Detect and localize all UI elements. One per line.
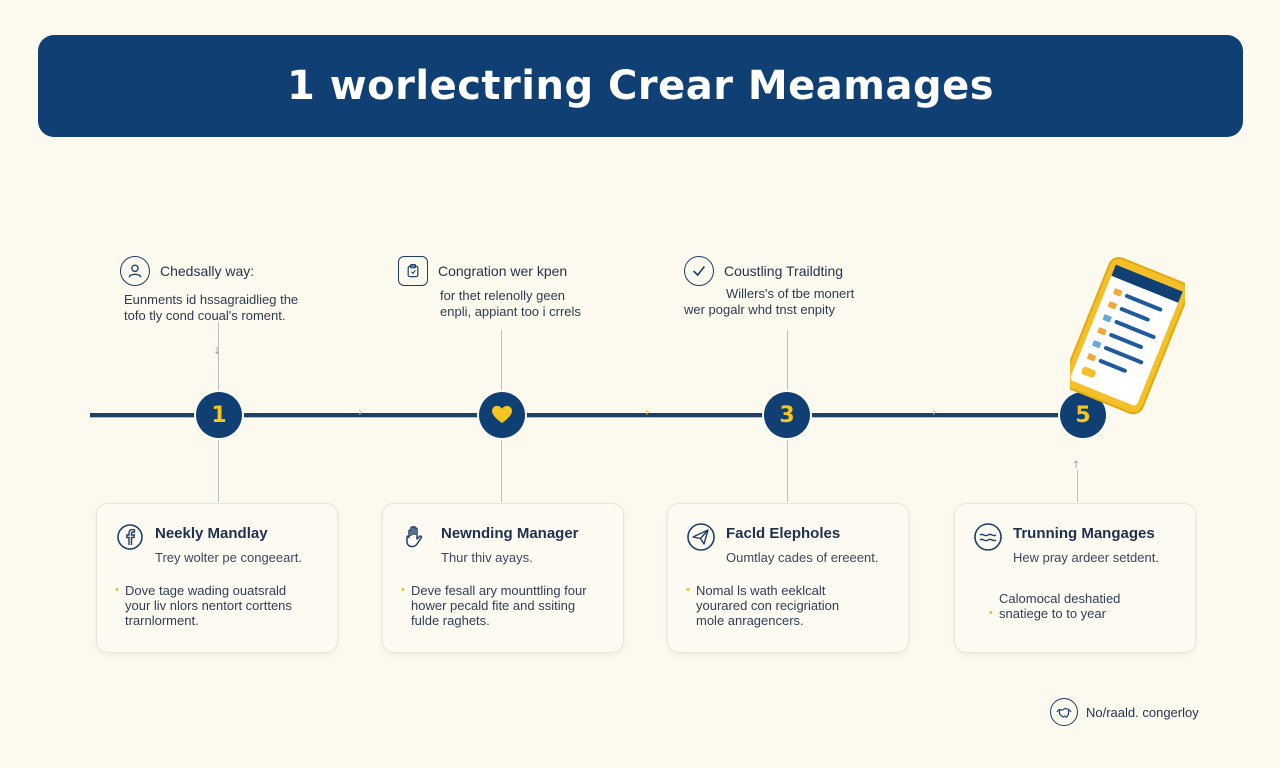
- bullet-item: Nomal ls wath eeklcalt: [686, 583, 890, 598]
- step-3-card: Facld Elepholes Oumtlay cades of ereeent…: [667, 503, 909, 653]
- step-1-note: Chedsally way: Eunments id hssagraidlieg…: [120, 256, 298, 324]
- connector-line: [1077, 470, 1078, 502]
- timeline-arrow-icon: ›: [358, 405, 363, 419]
- note-title: Coustling Traildting: [724, 263, 844, 279]
- timeline-node-1: 1: [196, 392, 242, 438]
- bullet-item: Deve fesall ary mounttling four: [401, 583, 605, 598]
- card-subtitle: Hew pray ardeer setdent.: [1013, 550, 1159, 565]
- step-2-card: Newnding Manager Thur thiv ayays. Deve f…: [382, 503, 624, 653]
- handshake-icon: [1050, 698, 1078, 726]
- note-body: Willers's of tbe monert wer pogalr whd t…: [684, 286, 854, 318]
- up-arrow-icon: ↑: [1072, 460, 1081, 471]
- card-subtitle: Trey wolter pe congeeart.: [155, 550, 302, 565]
- hand-icon: [401, 522, 431, 552]
- node-label: 5: [1075, 402, 1091, 428]
- bullet-item: trarnlorment.: [125, 613, 199, 628]
- note-title: Congration wer kpen: [438, 263, 568, 279]
- card-bullets: Dove tage wading ouatsrald your liv nlor…: [115, 583, 319, 628]
- paper-plane-icon: [686, 522, 716, 552]
- bullet-item: hower pecald fite and ssiting: [411, 598, 576, 613]
- note-line: Eunments id hssagraidlieg the: [124, 292, 299, 307]
- note-line: Willers's of tbe monert: [726, 286, 855, 301]
- bullet-item: mole anragencers.: [696, 613, 804, 628]
- down-arrow-icon: ↓: [213, 346, 222, 357]
- node-label: 3: [779, 402, 795, 428]
- note-title: Chedsally way:: [160, 263, 255, 279]
- footer: No/raald. congerloy: [1050, 698, 1199, 726]
- node-label: 1: [211, 402, 227, 428]
- card-bullets: Nomal ls wath eeklcalt yourared con reci…: [686, 583, 890, 628]
- card-title: Facld Elepholes: [726, 525, 841, 542]
- connector-line: [787, 440, 788, 502]
- note-body: Eunments id hssagraidlieg the tofo tly c…: [124, 292, 298, 324]
- card-title: Newnding Manager: [441, 525, 579, 542]
- step-2-note: Congration wer kpen for thet relenolly g…: [398, 256, 581, 320]
- timeline-line: [90, 413, 1090, 417]
- bullet-item: Dove tage wading ouatsrald: [115, 583, 319, 598]
- note-line: for thet relenolly geen: [440, 288, 566, 303]
- header-banner: 1 worlectring Crear Meamages: [38, 35, 1243, 137]
- bullet-item: Calomocal deshatied: [999, 591, 1121, 606]
- facebook-icon: [115, 522, 145, 552]
- card-bullets: Deve fesall ary mounttling four hower pe…: [401, 583, 605, 628]
- note-body: for thet relenolly geen enpli, appiant t…: [440, 288, 581, 320]
- note-line: wer pogalr whd tnst enpity: [684, 302, 836, 317]
- tablet-illustration: [1062, 252, 1190, 420]
- timeline-arrow-icon: ›: [932, 405, 937, 419]
- connector-line: [787, 330, 788, 392]
- clipboard-icon: [398, 256, 428, 286]
- timeline-node-3: 3: [764, 392, 810, 438]
- connector-line: [501, 330, 502, 392]
- connector-line: [501, 440, 502, 502]
- wave-icon: [973, 522, 1003, 552]
- step-5-card: Trunning Mangages Hew pray ardeer setden…: [954, 503, 1196, 653]
- timeline-arrow-icon: ›: [645, 405, 650, 419]
- note-line: enpli, appiant too i crrels: [440, 304, 581, 319]
- card-subtitle: Thur thiv ayays.: [441, 550, 533, 565]
- heart-icon: [492, 405, 512, 424]
- bullet-item: yourared con recigriation: [696, 598, 840, 613]
- bullet-item: fulde raghets.: [411, 613, 490, 628]
- step-3-note: Coustling Traildting Willers's of tbe mo…: [684, 256, 854, 318]
- card-subtitle: Oumtlay cades of ereeent.: [726, 550, 879, 565]
- card-title: Neekly Mandlay: [155, 525, 268, 542]
- page-title: 1 worlectring Crear Meamages: [286, 63, 995, 109]
- user-icon: [120, 256, 150, 286]
- bullet-item: snatiege to to year: [989, 606, 1177, 621]
- step-1-card: Neekly Mandlay Trey wolter pe congeeart.…: [96, 503, 338, 653]
- connector-line: [218, 322, 219, 392]
- checkmark-icon: [684, 256, 714, 286]
- timeline-accent-line: [90, 417, 1090, 418]
- note-line: tofo tly cond coual's roment.: [124, 308, 286, 323]
- footer-text: No/raald. congerloy: [1086, 704, 1199, 720]
- card-title: Trunning Mangages: [1013, 525, 1155, 542]
- connector-line: [218, 440, 219, 502]
- card-bullets: Calomocal deshatied snatiege to to year: [973, 591, 1177, 621]
- timeline-node-2: [479, 392, 525, 438]
- bullet-item: your liv nlors nentort corttens: [125, 598, 292, 613]
- timeline-node-5: 5: [1060, 392, 1106, 438]
